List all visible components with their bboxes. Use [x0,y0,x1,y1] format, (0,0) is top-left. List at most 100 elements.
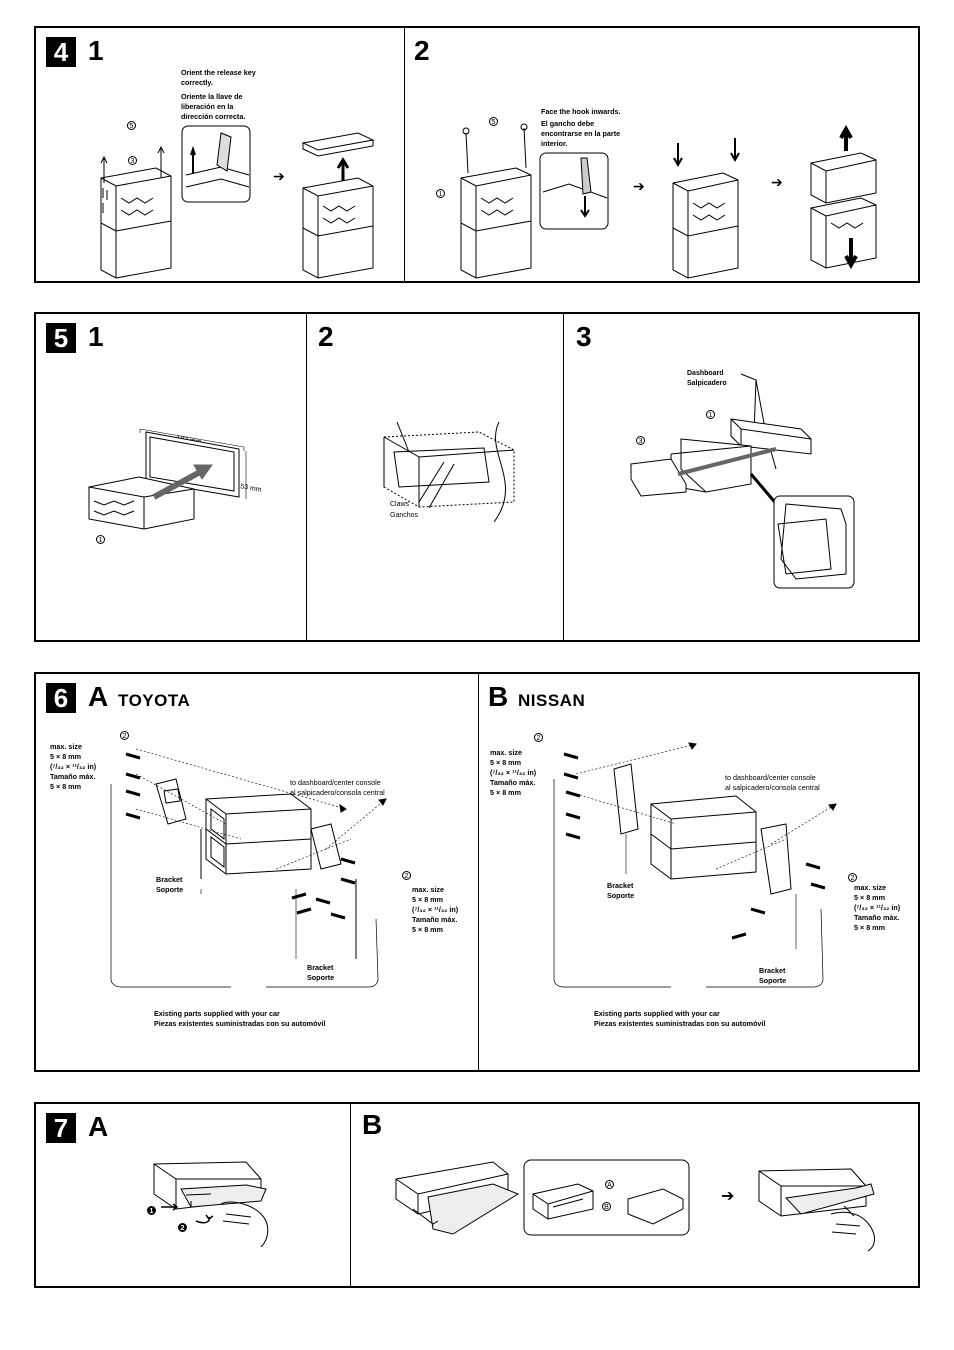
section-5-divider-1 [306,314,307,640]
maxsize-line: max. size [490,748,522,757]
unit-sleeve-separation-illustration [806,128,891,278]
section-7-a-letter: A [88,1111,109,1142]
section-7-b-letter: B [362,1109,383,1140]
section-6-b-brand: NISSAN [518,691,586,710]
section-4-step-1: 1 [88,35,104,66]
orient-note-en: Orient the release key correctly. [181,68,256,87]
sleeve-frame-dimensions-illustration [84,429,274,539]
section-7-divider [350,1104,351,1286]
nissan-to-dash-es: al salpicadero/consola central [725,783,820,792]
section-6-divider [478,674,479,1070]
arrow-icon: ➔ [721,1188,735,1205]
maxsize-line: 5 × 8 mm [50,752,81,761]
maxsize-line: 5 × 8 mm [412,925,443,934]
maxsize-line: (⁷/₃₂ × ¹¹/₃₂ in) [854,903,901,912]
toyota-bracket-right-en: Bracket [307,963,334,972]
section-4-divider [404,28,405,281]
ref-2-callout: 2 [402,871,411,880]
removed-sleeve-illustration [298,128,388,278]
nissan-bracket-left-es: Soporte [607,891,635,900]
toyota-bracket-left-es: Soporte [156,885,184,894]
maxsize-line: max. size [50,742,82,751]
ref-1-callout: 1 [706,410,715,419]
nissan-existing-en: Existing parts supplied with your car [594,1009,720,1018]
panel-into-case-detail-illustration [523,1159,691,1239]
sleeve-with-keys-illustration [91,128,181,278]
nissan-maxsize-right: max. size 5 × 8 mm (⁷/₃₂ × ¹¹/₃₂ in) Tam… [854,883,900,933]
ref-1-callout: 1 [96,535,105,544]
maxsize-line: 5 × 8 mm [490,788,521,797]
maxsize-line: Tamaño máx. [50,772,96,781]
nissan-existing-es: Piezas existentes suministradas con su a… [594,1019,766,1028]
step-2-marker: 2 [178,1223,187,1232]
toyota-to-dash-en: to dashboard/center console [290,778,381,787]
section-5-step-2: 2 [318,321,334,352]
section-5-step-3: 3 [576,321,592,352]
ref-5-callout-2: 5 [489,117,498,126]
toyota-existing-en: Existing parts supplied with your car [154,1009,280,1018]
toyota-existing-es: Piezas existentes suministradas con su a… [154,1019,326,1028]
toyota-maxsize-left: max. size 5 × 8 mm (⁷/₃₂ × ¹¹/₃₂ in) Tam… [50,742,96,792]
arrow-icon: ➔ [633,178,645,194]
nissan-bracket-right-es: Soporte [759,976,787,985]
section-6-number: 6 [46,683,76,713]
maxsize-line: Tamaño máx. [412,915,458,924]
maxsize-line: 5 × 8 mm [854,923,885,932]
section-6-a-letter: A [88,681,109,712]
nissan-bracket-right-en: Bracket [759,966,786,975]
ref-3-callout: 3 [128,156,137,165]
ref-1-callout: 1 [436,189,445,198]
section-5-number: 5 [46,323,76,353]
hook-detail-illustration [539,152,611,232]
maxsize-line: 5 × 8 mm [490,758,521,767]
maxsize-line: (⁷/₃₂ × ¹¹/₃₂ in) [412,905,459,914]
dashboard-label-en: Dashboard [687,370,724,377]
toyota-bracket-right-es: Soporte [307,973,335,982]
section-4-step-2: 2 [414,35,430,66]
maxsize-line: (⁷/₃₂ × ¹¹/₃₂ in) [490,768,537,777]
ref-3-callout: 3 [636,436,645,445]
front-panel-attach-illustration [756,1166,881,1251]
maxsize-line: 5 × 8 mm [412,895,443,904]
nissan-bracket-left-en: Bracket [607,881,634,890]
dashboard-label-es: Salpicadero [687,380,727,387]
toyota-to-dash-es: al salpicadero/consola central [290,788,385,797]
maxsize-line: 5 × 8 mm [50,782,81,791]
toyota-bracket-left-en: Bracket [156,875,183,884]
nissan-to-dash-en: to dashboard/center console [725,773,816,782]
ref-2-callout: 2 [848,873,857,882]
maxsize-line: max. size [412,885,444,894]
ref-2-callout: 2 [120,731,129,740]
step-1-marker: 1 [147,1206,156,1215]
section-4-number: 4 [46,37,76,67]
ref-5-callout: 5 [127,121,136,130]
section-5-step-1: 1 [88,321,104,352]
nissan-maxsize-left: max. size 5 × 8 mm (⁷/₃₂ × ¹¹/₃₂ in) Tam… [490,748,536,798]
maxsize-line: Tamaño máx. [854,913,900,922]
section-4-panel: 4 1 2 Orient the release key correctly. … [34,26,920,283]
section-6-b-letter: B [488,681,509,712]
sleeve-press-illustration [668,138,748,278]
section-5-panel: 5 1 2 3 182 mm 53 mm 1 Claws Ganchos Das… [34,312,920,642]
front-panel-case-illustration [393,1159,523,1239]
maxsize-line: (⁷/₃₂ × ¹¹/₃₂ in) [50,762,97,771]
section-7-number: 7 [46,1113,76,1143]
ref-2-callout: 2 [534,733,543,742]
toyota-bracket-assembly-illustration [106,729,406,1024]
claws-label-es: Ganchos [390,512,419,519]
section-5-divider-2 [563,314,564,640]
sleeve-in-dashboard-illustration [379,422,529,522]
unit-insertion-illustration [626,374,856,589]
front-panel-removal-illustration [151,1159,276,1249]
sleeve-with-hooks-illustration [456,123,541,278]
claws-label-en: Claws [390,501,410,508]
ref-a-callout: A [605,1180,614,1189]
orient-note-es: Oriente la llave de liberación en la dir… [181,92,246,121]
toyota-maxsize-right: max. size 5 × 8 mm (⁷/₃₂ × ¹¹/₃₂ in) Tam… [412,885,458,935]
section-6-panel: 6 A TOYOTA B NISSAN max. size 5 × 8 mm (… [34,672,920,1072]
maxsize-line: 5 × 8 mm [854,893,885,902]
release-key-detail-illustration [181,125,253,205]
maxsize-line: max. size [854,883,886,892]
arrow-icon: ➔ [273,168,285,184]
hook-note-en: Face the hook inwards. [541,107,621,116]
